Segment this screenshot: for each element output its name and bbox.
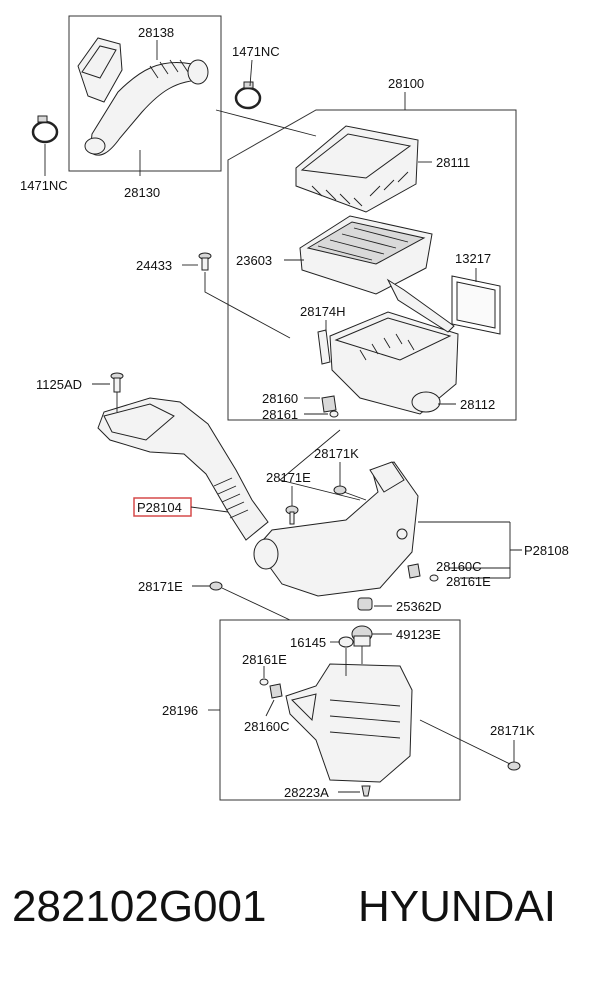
- label-28161e-low: 28161E: [242, 652, 287, 667]
- label-25362d: 25362D: [396, 599, 442, 614]
- label-1471nc-top: 1471NC: [232, 44, 280, 59]
- label-28171k-low: 28171K: [490, 723, 535, 738]
- label-28196: 28196: [162, 703, 198, 718]
- air-cleaner-body-28112: [329, 278, 459, 415]
- label-1471nc-left: 1471NC: [20, 178, 68, 193]
- label-28138: 28138: [138, 25, 174, 40]
- clip-28223a: [361, 785, 371, 797]
- cap-49123e: [351, 625, 373, 647]
- group-box-28196: [219, 619, 461, 801]
- intake-hose-28104: [97, 397, 269, 541]
- label-1125ad: 1125AD: [36, 377, 82, 392]
- grommet-28160-top: [321, 395, 337, 413]
- label-28161e-mid: 28161E: [446, 574, 491, 589]
- label-28174h: 28174H: [300, 304, 346, 319]
- hose-clamp-top: [234, 81, 262, 110]
- label-28171k-top: 28171K: [314, 446, 359, 461]
- part-number: 282102G001: [12, 882, 267, 931]
- label-24433: 24433: [136, 258, 172, 273]
- label-28100: 28100: [388, 76, 424, 91]
- air-filter-23603: [299, 215, 433, 295]
- label-49123e: 49123E: [396, 627, 441, 642]
- leader-1471nc-top: [249, 59, 253, 87]
- leader-p28108: [418, 521, 522, 579]
- brand-name: HYUNDAI: [358, 882, 557, 931]
- bolt-28171k-low: [507, 761, 521, 771]
- bolt-24433: [198, 252, 212, 271]
- bolt-28171e-left: [209, 581, 223, 591]
- label-13217: 13217: [455, 251, 491, 266]
- collar-28161e-low: [259, 678, 269, 686]
- label-28160c-low: 28160C: [244, 719, 290, 734]
- leader-p28104: [190, 506, 229, 513]
- bolt-28171k-top: [333, 485, 347, 495]
- label-23603: 23603: [236, 253, 272, 268]
- grommet-28160c-low: [269, 683, 283, 699]
- label-p28108: P28108: [524, 543, 569, 558]
- collar-28161e-mid: [429, 574, 439, 582]
- air-duct-28130: [77, 37, 209, 156]
- bracket-28174h: [317, 329, 331, 365]
- label-28160-top: 28160: [262, 391, 298, 406]
- group-box-28100: [227, 109, 517, 421]
- label-16145: 16145: [290, 635, 326, 650]
- leader-28171k-top: [339, 462, 367, 501]
- label-28161-top: 28161: [262, 407, 298, 422]
- air-cleaner-cover-28111: [295, 125, 419, 213]
- bolt-1125ad: [110, 372, 124, 393]
- leader-28160c-low: [265, 699, 275, 717]
- gasket-13217: [451, 275, 501, 335]
- label-28223a: 28223A: [284, 785, 329, 800]
- bolt-28171e-mid: [285, 505, 299, 525]
- label-p28104: P28104: [137, 500, 182, 515]
- leader-28171k-low: [419, 719, 515, 765]
- label-28160c-mid: 28160C: [436, 559, 482, 574]
- leader-28171e-left: [192, 585, 291, 621]
- label-28171e-left: 28171E: [138, 579, 183, 594]
- label-28112: 28112: [460, 397, 495, 412]
- plug-25362d: [357, 597, 373, 611]
- label-28111: 28111: [436, 155, 470, 170]
- seal-16145: [338, 636, 354, 648]
- label-28130: 28130: [124, 185, 160, 200]
- hose-clamp-left: [31, 115, 59, 144]
- label-28171e-mid: 28171E: [266, 470, 311, 485]
- group-box-28130: [68, 15, 222, 172]
- resonator-28196: [285, 663, 413, 783]
- grommet-28160c-mid: [407, 563, 421, 579]
- footer-caption: 282102G001 HYUNDAI: [0, 872, 600, 962]
- intake-duct-p28108: [253, 461, 419, 597]
- collar-28161-top: [329, 410, 339, 418]
